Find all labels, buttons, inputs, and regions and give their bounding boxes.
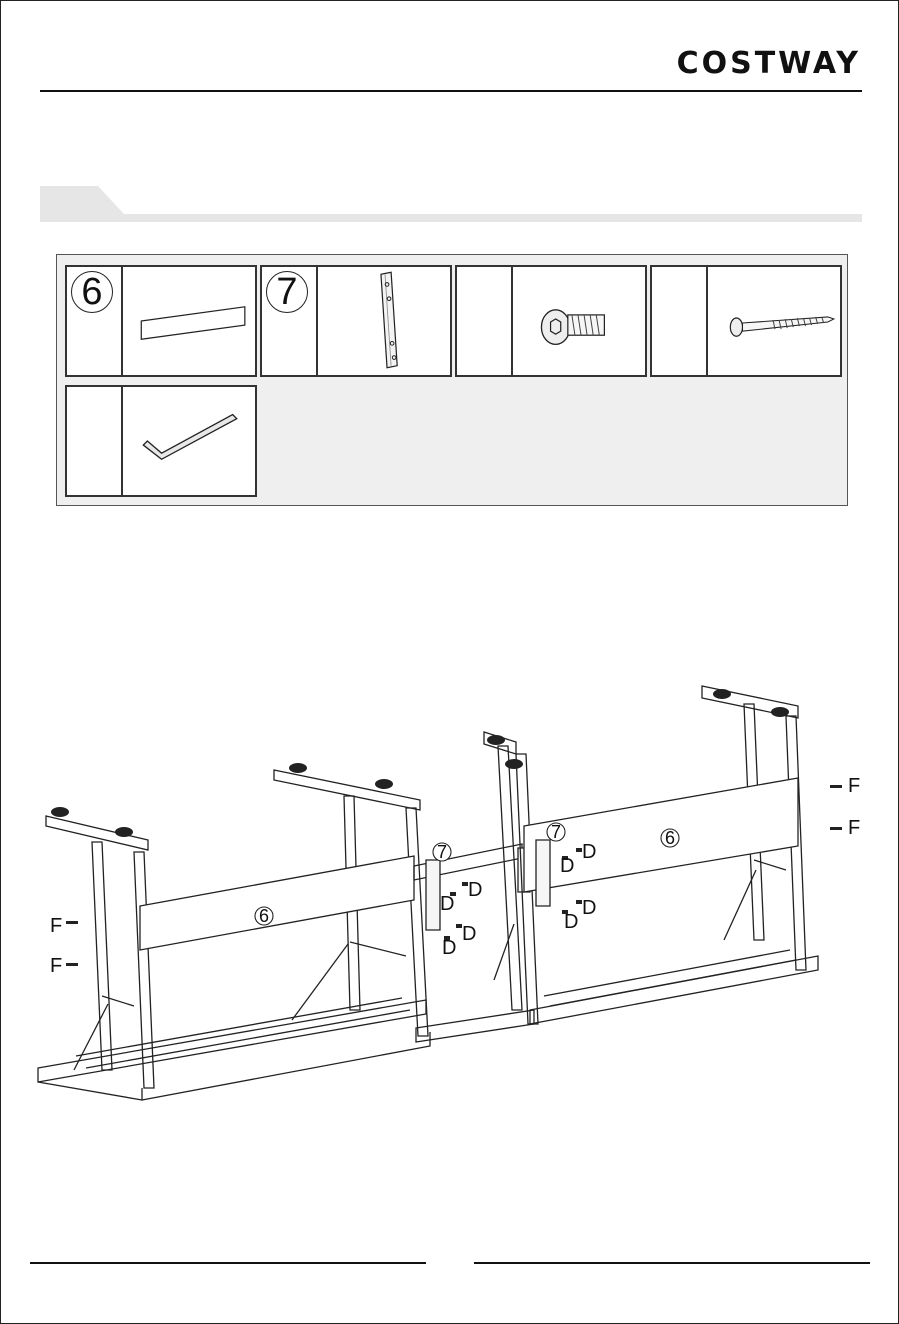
label-d: D [462, 923, 476, 945]
part-number [656, 271, 696, 311]
part-6-card: 6 [65, 265, 257, 377]
assembly-diagram: 6 7 6 7 D D D D D D D D F F F F [30, 680, 870, 1120]
footer-rule-right [474, 1262, 870, 1264]
connecting-plate-icon [318, 267, 450, 375]
callout-7-right: 7 [551, 822, 561, 842]
label-d: D [582, 897, 596, 919]
left-board-6 [140, 856, 414, 950]
part-number [71, 391, 111, 431]
short-bolt-icon [513, 267, 645, 375]
label-d: D [560, 855, 574, 877]
allen-key-card [65, 385, 257, 497]
brand-logo: COSTWAY [677, 46, 861, 81]
label-d: D [564, 911, 578, 933]
long-bolt-icon [708, 267, 840, 375]
callout-7-left: 7 [437, 842, 447, 862]
step-band [40, 214, 862, 222]
callout-6-right: 6 [665, 828, 675, 848]
part-number: 6 [71, 271, 113, 313]
label-f: F [848, 775, 860, 797]
label-d: D [582, 841, 596, 863]
allen-key-icon [123, 387, 255, 495]
part-7-card: 7 [260, 265, 452, 377]
label-d: D [442, 937, 456, 959]
footer-rule-left [30, 1262, 426, 1264]
callout-6-left: 6 [259, 906, 269, 926]
long-bolt-card [650, 265, 842, 377]
left-frame [38, 770, 430, 1100]
label-f: F [848, 817, 860, 839]
board-panel-icon [123, 267, 255, 375]
part-number: 7 [266, 271, 308, 313]
part-number [461, 271, 501, 311]
label-d: D [468, 879, 482, 901]
header-rule [40, 90, 862, 92]
label-f: F [50, 955, 62, 977]
label-f: F [50, 915, 62, 937]
label-d: D [440, 893, 454, 915]
short-bolt-card [455, 265, 647, 377]
right-plate-7 [536, 840, 550, 906]
parts-panel: 6 7 [56, 254, 848, 506]
